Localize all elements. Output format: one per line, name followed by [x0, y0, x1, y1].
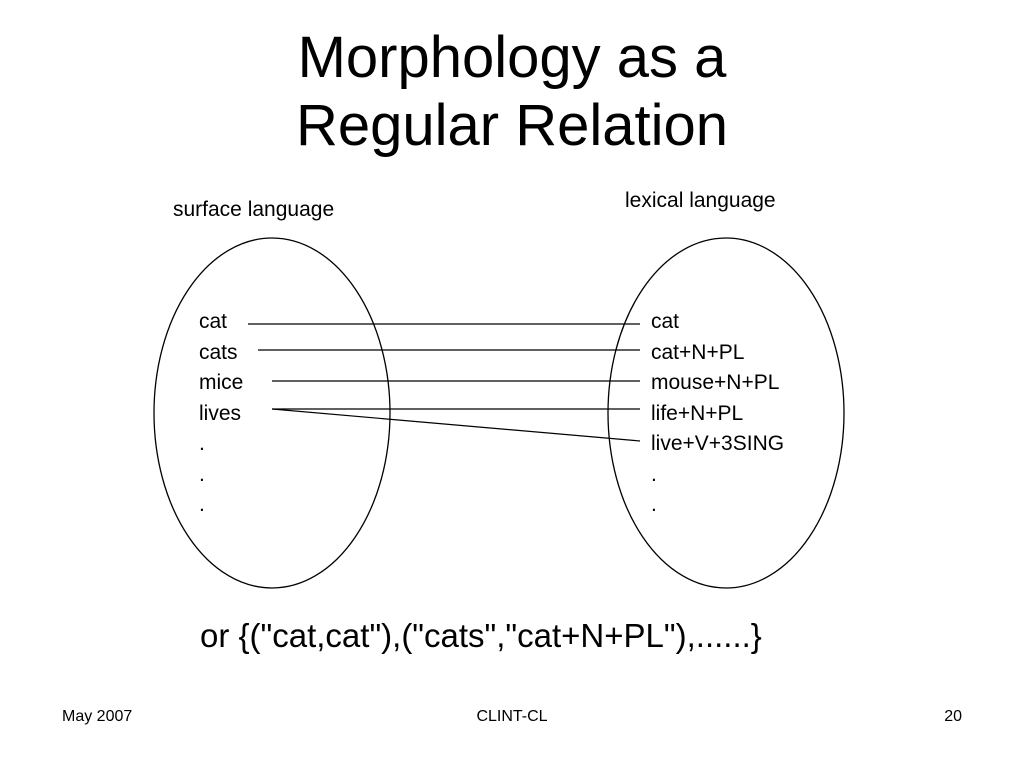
surface-ellipsis-dot: . [199, 432, 205, 455]
title-line-1: Morphology as a [297, 25, 727, 90]
surface-ellipsis-dot: . [199, 493, 205, 516]
surface-word-list: cat cats mice lives . . . [199, 307, 243, 521]
lexical-word: cat [651, 310, 680, 333]
title-line-2: Regular Relation [295, 93, 729, 158]
relation-formula: or {("cat,cat"),("cats","cat+N+PL"),....… [200, 617, 762, 654]
lexical-word-list: cat cat+N+PL mouse+N+PL life+N+PL live+V… [651, 307, 784, 521]
lexical-ellipsis-dot: . [651, 462, 657, 486]
mapping-line-lives-live [271, 408, 641, 442]
lexical-word: live+V+3SING [651, 432, 785, 455]
surface-language-label: surface language [173, 198, 335, 221]
slide-title: Morphology as a Regular Relation [0, 24, 1024, 160]
surface-word: lives [199, 401, 242, 425]
lexical-language-ellipse [607, 237, 845, 589]
lexical-word: cat+N+PL [651, 340, 745, 364]
surface-word: cats [199, 340, 238, 364]
lexical-word: life+N+PL [651, 401, 744, 425]
surface-ellipsis-dot: . [199, 462, 205, 486]
lexical-language-label: lexical language [625, 189, 776, 212]
footer-date: May 2007 [62, 708, 133, 725]
footer-course: CLINT-CL [476, 708, 548, 725]
page-number: 20 [944, 708, 962, 725]
lexical-ellipsis-dot: . [651, 493, 657, 516]
surface-word: mice [199, 371, 244, 394]
lexical-word: mouse+N+PL [651, 371, 780, 394]
surface-word: cat [199, 310, 228, 333]
surface-language-ellipse [153, 237, 391, 589]
